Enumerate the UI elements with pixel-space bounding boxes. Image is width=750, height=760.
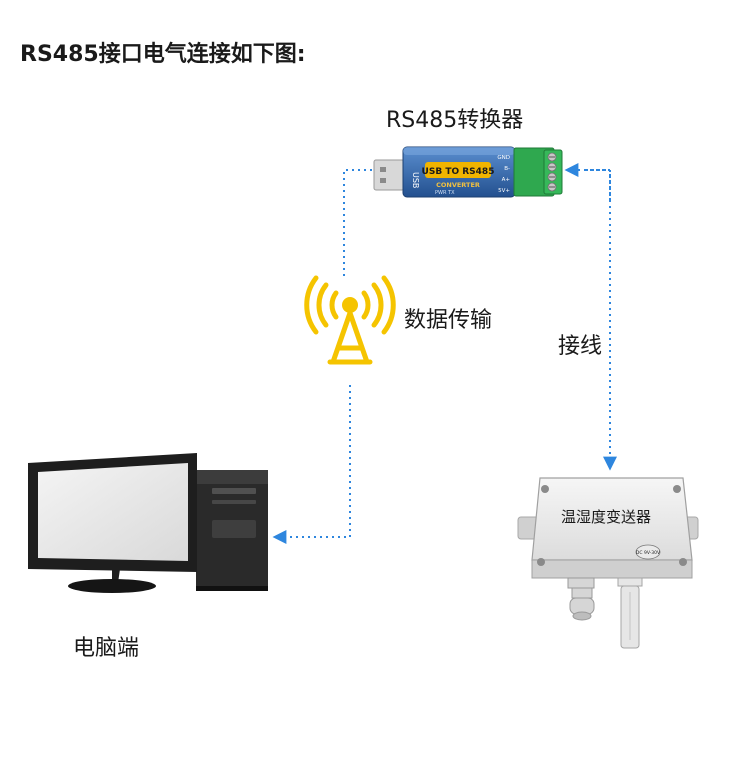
badge-text: USB TO RS485 [422,167,495,177]
converter-badge [425,162,491,178]
sensor-badge: DC 9V-30V [636,550,661,556]
humidity-probe [617,577,643,649]
page-heading: RS485接口电气连接如下图: [20,42,306,67]
wiring-label: 接线 [558,334,603,359]
antenna-icon [304,275,396,365]
computer-icon [28,453,268,593]
line-terminal-to-sensor [586,169,617,471]
data-transmission-label: 数据传输 [404,308,493,333]
cable-gland [567,577,595,621]
line-antenna-to-pc [272,385,351,544]
pc-label: 电脑端 [73,636,140,661]
model-text: PWR TX [435,190,455,196]
line-usb-to-antenna [343,169,372,280]
pin-a: A+ [502,177,511,183]
sensor-label: 温湿度变送器 [561,508,651,526]
usb-text: USB [411,172,420,188]
converter-sub-text: CONVERTER [436,181,480,189]
usb-plug [373,159,405,191]
connection-lines [272,163,617,544]
pin-b: B- [504,166,510,172]
rs485-converter: USB USB TO RS485 CONVERTER PWR TX GND B-… [373,146,563,198]
line-sensor-to-terminal [564,163,611,200]
converter-title: RS485转换器 [386,108,524,133]
pin-5v: 5V+ [498,188,510,194]
pin-gnd: GND [497,155,510,161]
sensor-device: 温湿度变送器 DC 9V-30V [517,477,699,649]
